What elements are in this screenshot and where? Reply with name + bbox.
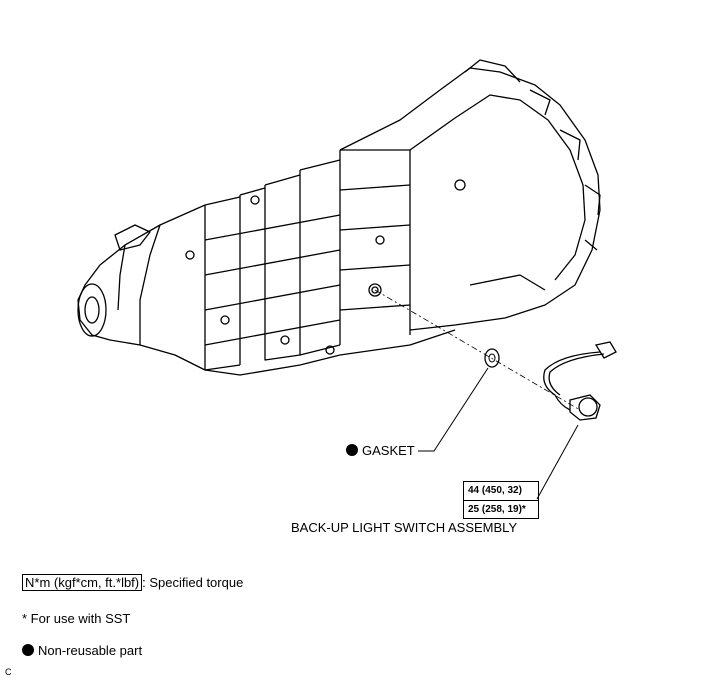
torque-unit-box: N*m (kgf*cm, ft.*lbf) bbox=[22, 574, 143, 591]
torque-legend-text: : Specified torque bbox=[142, 575, 244, 590]
alignment-line bbox=[374, 289, 581, 411]
torque-spec-box: 44 (450, 32) 25 (258, 19)* bbox=[463, 481, 539, 519]
gasket-part bbox=[484, 348, 500, 368]
gasket-label-text: GASKET bbox=[362, 443, 415, 458]
legend-sst-note: * For use with SST bbox=[22, 611, 131, 626]
gasket-leader-line bbox=[418, 367, 489, 452]
switch-assembly-part bbox=[543, 341, 617, 421]
switch-assembly-label: BACK-UP LIGHT SWITCH ASSEMBLY bbox=[291, 520, 518, 535]
legend-non-reusable: Non-reusable part bbox=[22, 642, 142, 660]
torque-spec-line-1: 44 (450, 32) bbox=[468, 485, 522, 496]
switch-leader-line bbox=[536, 424, 579, 500]
non-reusable-text: Non-reusable part bbox=[38, 643, 143, 658]
torque-spec-line-2: 25 (258, 19)* bbox=[464, 500, 538, 519]
non-reusable-legend-icon bbox=[22, 644, 34, 656]
non-reusable-icon bbox=[346, 444, 358, 456]
gasket-label: GASKET bbox=[346, 443, 415, 459]
legend-torque: N*m (kgf*cm, ft.*lbf): Specified torque bbox=[22, 574, 243, 592]
corner-mark: C bbox=[5, 667, 12, 677]
transmission-housing bbox=[77, 59, 601, 376]
